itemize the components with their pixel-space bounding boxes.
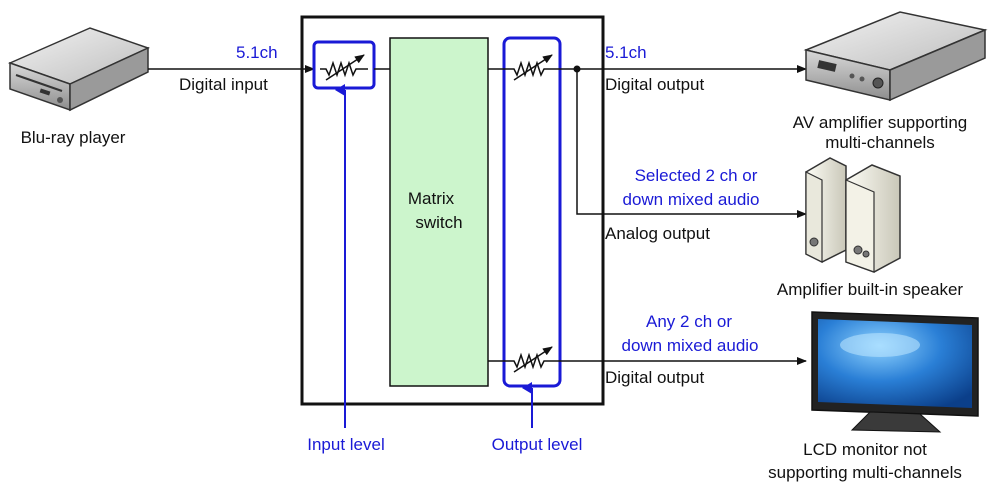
output3-type-label: Digital output (605, 368, 704, 388)
output-level-control (504, 38, 560, 386)
output2-desc-line1: Selected 2 ch or (635, 166, 758, 186)
av-amplifier-icon (806, 12, 985, 100)
output-attenuator-1-icon (510, 55, 554, 80)
input-type-label: Digital input (179, 75, 268, 95)
output2-type-label: Analog output (605, 224, 710, 244)
speaker-icon (806, 158, 900, 272)
matrix-switch-block (390, 38, 488, 386)
output1-channels-label: 5.1ch (605, 43, 647, 63)
monitor-label-1: LCD monitor not (803, 440, 927, 460)
matrix-switch-label-1: Matrix (408, 189, 454, 209)
av-amp-label-1: AV amplifier supporting (793, 113, 968, 133)
blu-ray-player-icon (10, 28, 148, 110)
monitor-label-2: supporting multi-channels (768, 463, 962, 483)
blu-ray-player-label: Blu-ray player (21, 128, 126, 148)
output-attenuator-2-icon (510, 347, 554, 372)
speaker-label: Amplifier built-in speaker (777, 280, 963, 300)
av-amp-label-2: multi-channels (825, 133, 935, 153)
output3-desc-line2: down mixed audio (621, 336, 758, 356)
lcd-monitor-icon (812, 312, 978, 432)
output3-desc-line1: Any 2 ch or (646, 312, 732, 332)
matrix-switch-label-2: switch (415, 213, 462, 233)
output2-desc-line2: down mixed audio (622, 190, 759, 210)
input-channels-label: 5.1ch (236, 43, 278, 63)
input-level-label: Input level (307, 435, 385, 455)
output-level-label: Output level (492, 435, 583, 455)
input-level-control (314, 42, 374, 88)
output1-type-label: Digital output (605, 75, 704, 95)
